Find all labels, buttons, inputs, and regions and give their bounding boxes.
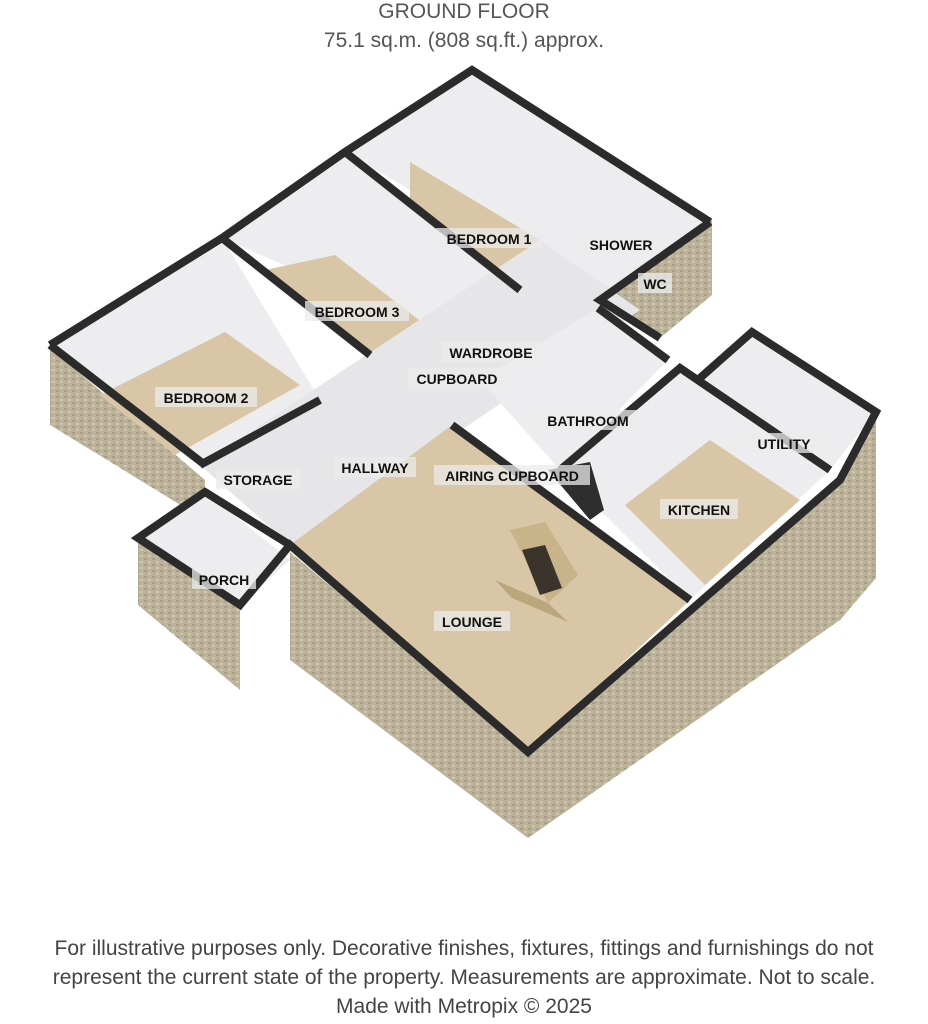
label-wardrobe: WARDROBE [449,345,532,361]
label-bathroom: BATHROOM [547,413,628,429]
disclaimer-line-1: For illustrative purposes only. Decorati… [54,937,874,960]
label-shower: SHOWER [590,237,653,253]
label-airing-cupboard: AIRING CUPBOARD [445,468,579,484]
label-utility: UTILITY [758,436,812,452]
exterior-walls [50,220,876,838]
label-bedroom-1: BEDROOM 1 [447,231,532,247]
label-cupboard: CUPBOARD [417,371,498,387]
label-bedroom-3: BEDROOM 3 [315,304,400,320]
label-storage: STORAGE [224,472,293,488]
wall-tops [47,65,882,758]
floor-area: 75.1 sq.m. (808 sq.ft.) approx. [323,29,605,52]
label-wc: WC [643,276,666,292]
credit-line: Made with Metropix © 2025 [336,995,592,1018]
room-labels: BEDROOM 1 SHOWER WC BEDROOM 3 WARDROBE C… [155,228,818,631]
label-porch: PORCH [199,572,250,588]
label-hallway: HALLWAY [341,460,409,476]
label-bedroom-2: BEDROOM 2 [164,390,249,406]
label-kitchen: KITCHEN [668,502,730,518]
disclaimer-line-2: represent the current state of the prope… [52,966,876,989]
fireplace [495,522,578,622]
floor-title: GROUND FLOOR [378,0,550,23]
label-lounge: LOUNGE [442,614,502,630]
